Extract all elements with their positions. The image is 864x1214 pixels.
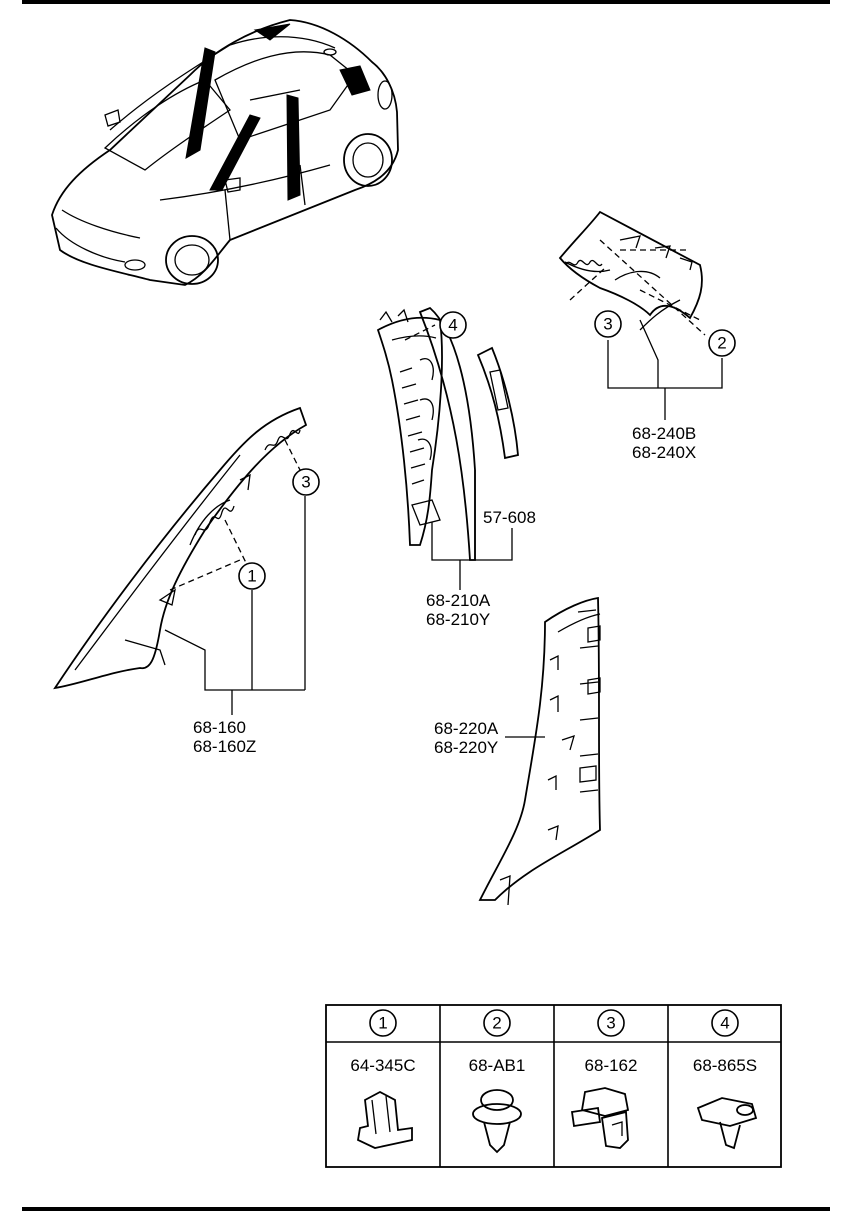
table-number: 1 [378,1014,387,1033]
callout-4-a: 4 [439,311,467,339]
a-pillar-trim [53,406,308,690]
table-header-1: 1 [369,1009,397,1037]
b-pillar-trim [478,596,601,906]
part-number-68-220a: 68-220A [434,719,499,738]
table-part-64-345c: 64-345C [350,1056,415,1075]
table-header-4: 4 [711,1009,739,1037]
table-number: 3 [606,1014,615,1033]
table-part-68-162: 68-162 [585,1056,638,1075]
part-number-57-608: 57-608 [483,508,536,527]
retainer-clip-icon [570,1087,630,1149]
table-header-2: 2 [483,1009,511,1037]
callout-number: 2 [717,334,726,353]
table-number: 4 [720,1014,729,1033]
part-number-68-210a: 68-210A [426,591,491,610]
part-number-68-240x: 68-240X [632,443,696,462]
callout-1-a: 1 [238,562,266,590]
table-header-3: 3 [597,1009,625,1037]
part-number-68-210y: 68-210Y [426,610,490,629]
c-pillar-trim [558,210,703,331]
callout-number: 4 [448,316,457,335]
table-number: 2 [492,1014,501,1033]
a-pillar-upper-trim [376,306,519,561]
part-number-68-220y: 68-220Y [434,738,498,757]
bottom-border [22,1207,830,1211]
callout-number: 1 [247,567,256,586]
clip-icon [696,1097,758,1150]
clip-bracket-icon [357,1090,413,1149]
callout-number: 3 [301,473,310,492]
table-part-68-865s: 68-865S [693,1056,757,1075]
callout-number: 3 [603,315,612,334]
part-number-68-160: 68-160 [193,718,246,737]
callout-3-a: 3 [292,468,320,496]
top-border [22,0,830,4]
fastener-table: 1 64-345C 2 68-AB1 3 68-162 [325,1004,782,1168]
callout-3-c: 3 [594,310,622,338]
callout-2-c: 2 [708,329,736,357]
car-illustration [51,19,399,286]
part-number-68-240b: 68-240B [632,424,696,443]
table-part-68-ab1: 68-AB1 [469,1056,526,1075]
part-number-68-160z: 68-160Z [193,737,256,756]
push-rivet-icon [472,1089,522,1154]
